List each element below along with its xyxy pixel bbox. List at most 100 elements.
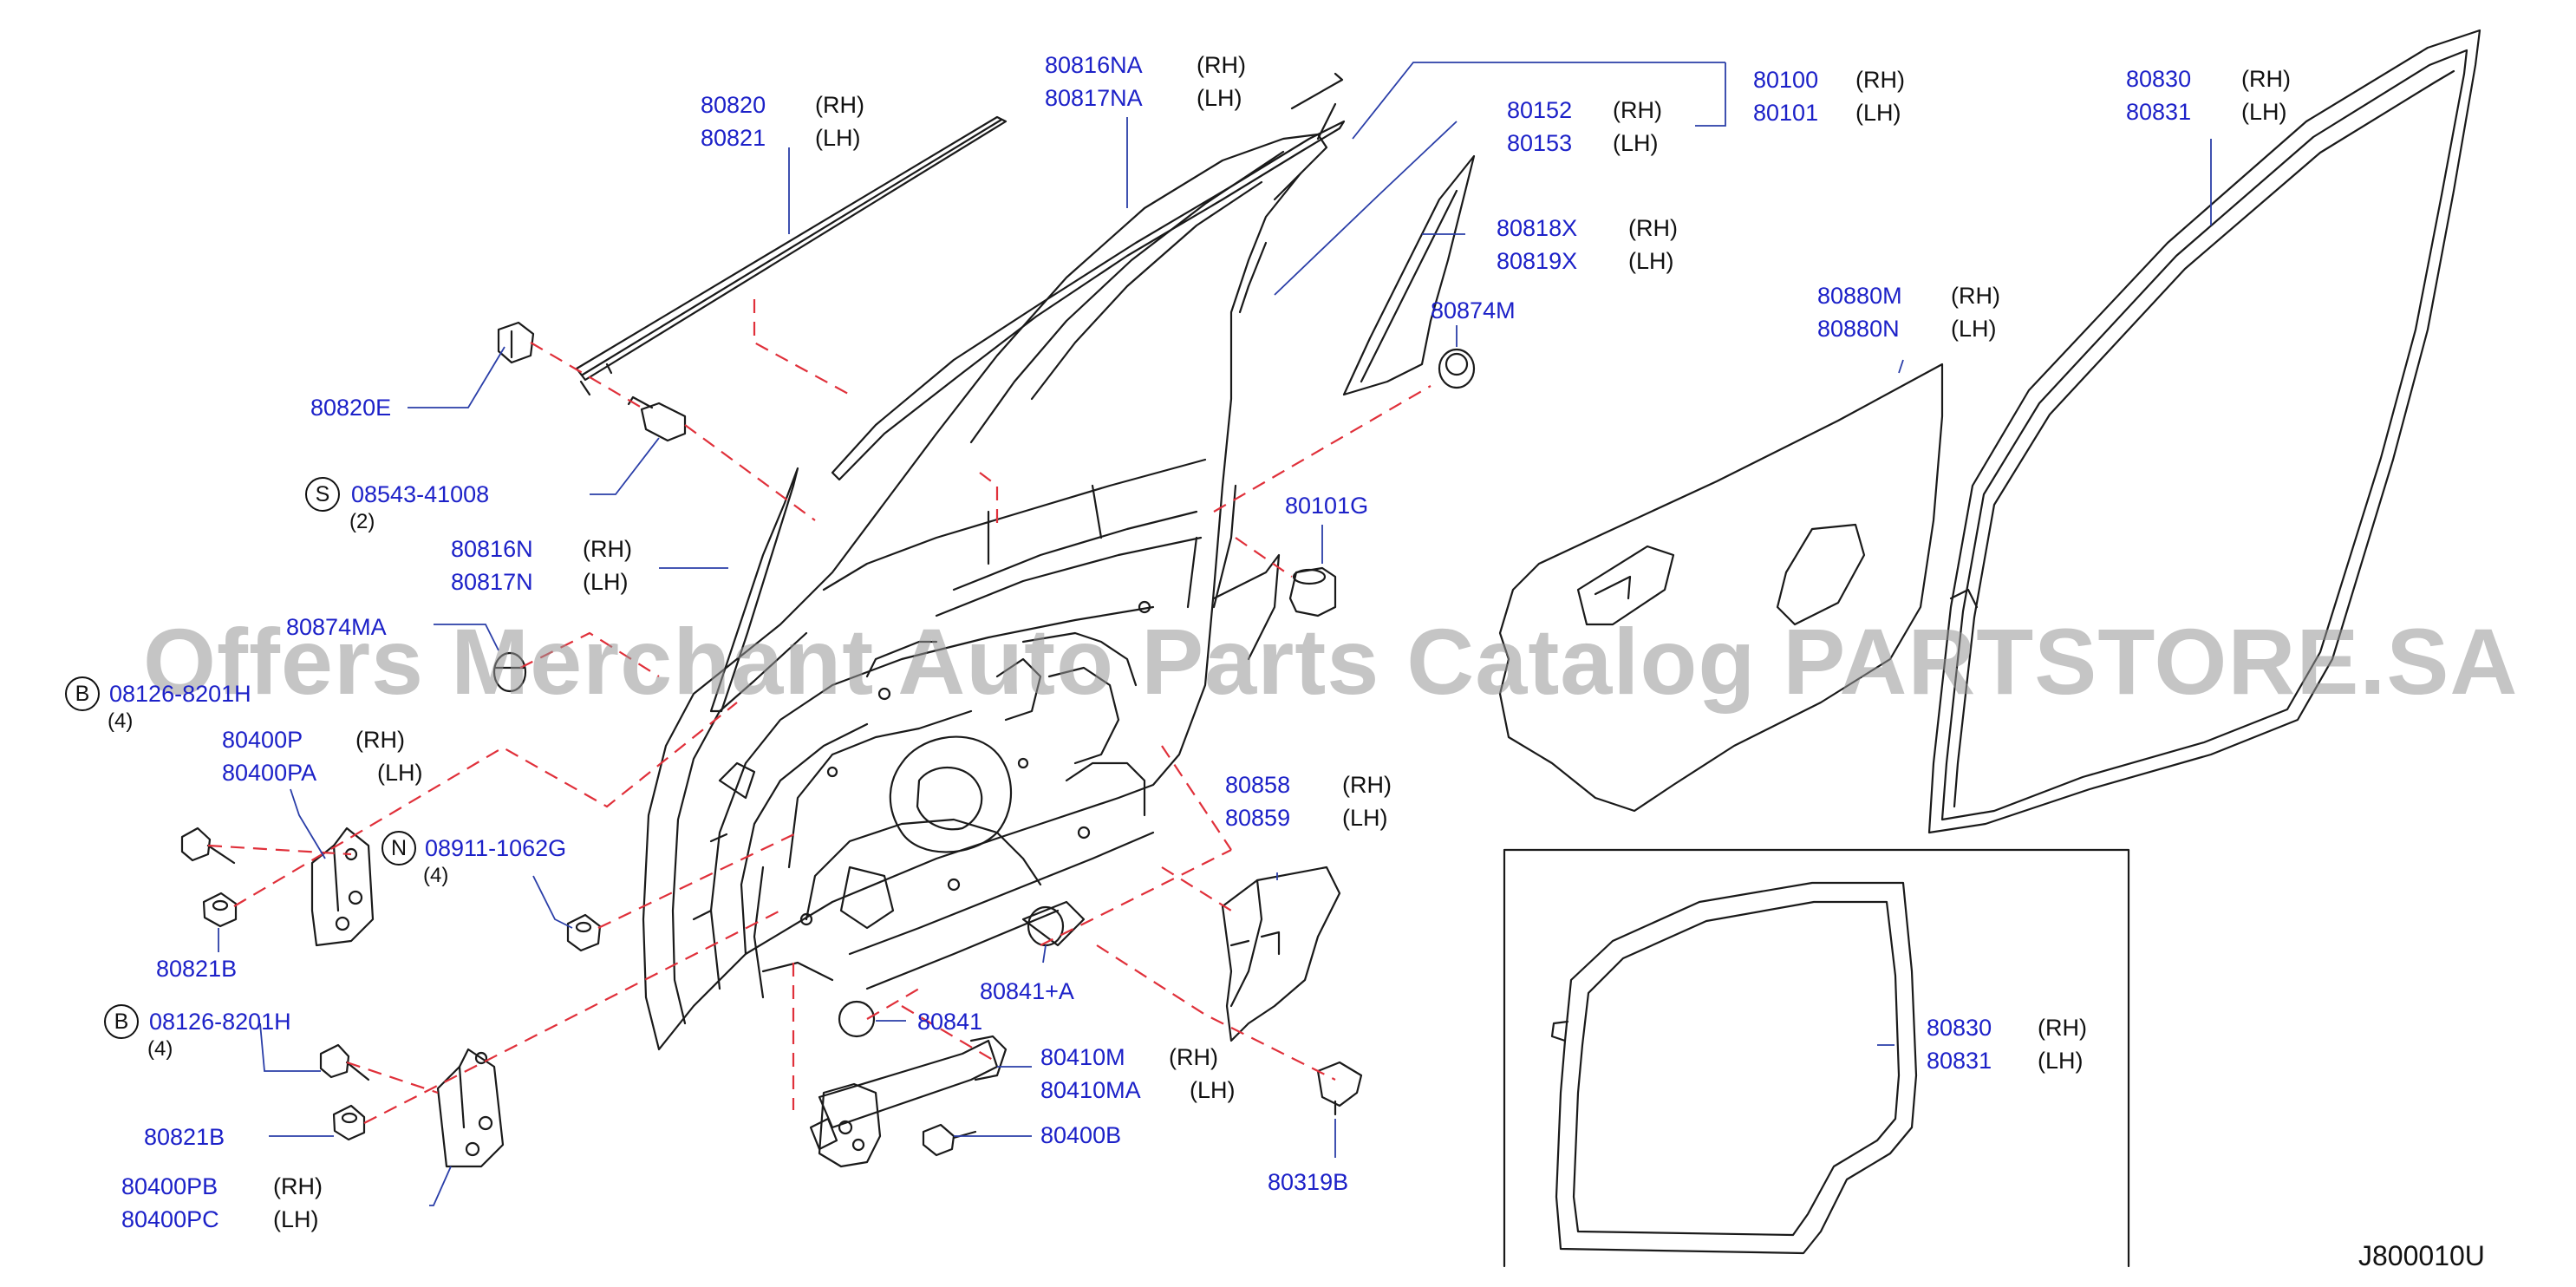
side-lh: (LH)	[2241, 99, 2287, 125]
callout-b-icon: B	[104, 1004, 139, 1039]
label-80400B: 80400B	[1040, 1122, 1122, 1148]
qty-08543: (2)	[349, 510, 375, 533]
side-lh: (LH)	[1855, 100, 1901, 126]
label-80830-upper: 80830	[2126, 66, 2192, 92]
callout-b-icon: B	[65, 676, 100, 711]
door-inner-panel	[692, 458, 1207, 999]
side-lh: (LH)	[583, 569, 629, 595]
label-80100: 80100	[1753, 67, 1819, 93]
label-80153: 80153	[1507, 130, 1573, 156]
label-80821: 80821	[701, 125, 766, 151]
qty-08911: (4)	[423, 864, 449, 887]
window-moulding-80820	[575, 115, 1008, 396]
label-80410M: 80410M	[1040, 1044, 1125, 1070]
grommet-80874M	[1438, 348, 1476, 389]
label-80400P: 80400P	[222, 727, 303, 753]
side-lh: (LH)	[377, 760, 423, 786]
label-80820E: 80820E	[310, 395, 392, 421]
label-80821B-lower: 80821B	[144, 1124, 225, 1150]
nut-80821B-upper	[202, 892, 238, 928]
label-80400PB: 80400PB	[121, 1173, 218, 1199]
side-rh: (RH)	[1855, 67, 1905, 93]
qty-08126-lower: (4)	[147, 1037, 173, 1061]
label-80831-inset: 80831	[1927, 1048, 1992, 1074]
side-rh: (RH)	[1628, 215, 1678, 241]
side-rh: (RH)	[2241, 66, 2291, 92]
label-80880M: 80880M	[1817, 283, 1902, 309]
side-rh: (RH)	[815, 92, 864, 118]
diagram-code: J800010U	[2358, 1240, 2485, 1271]
label-80821B-upper: 80821B	[156, 956, 238, 982]
clip-80319B	[1316, 1061, 1363, 1116]
hinge-80400PB	[436, 1048, 505, 1168]
side-lh: (LH)	[1613, 130, 1659, 156]
alignment-lines	[207, 299, 1431, 1124]
label-80152: 80152	[1507, 97, 1573, 123]
side-lh: (LH)	[1342, 805, 1388, 831]
label-80410MA: 80410MA	[1040, 1077, 1141, 1103]
side-lh: (LH)	[1951, 316, 1997, 342]
triangle-moulding-80818X	[1342, 154, 1476, 396]
side-rh: (RH)	[1951, 283, 2000, 309]
label-08126-8201H-upper: 08126-8201H	[109, 681, 251, 707]
label-80400PA: 80400PA	[222, 760, 317, 786]
clip-80820E	[497, 321, 535, 364]
nut-80821B-lower	[332, 1104, 366, 1141]
door-shell	[642, 102, 1337, 1051]
label-80817NA: 80817NA	[1045, 85, 1143, 111]
side-rh: (RH)	[1342, 772, 1392, 798]
side-lh: (LH)	[273, 1206, 319, 1232]
bumper-80101G	[1288, 566, 1337, 617]
side-lh: (LH)	[1197, 85, 1242, 111]
label-80874MA: 80874MA	[286, 614, 387, 640]
label-80101G: 80101G	[1285, 493, 1369, 519]
label-80816NA: 80816NA	[1045, 52, 1143, 78]
sash-moulding-80816NA	[831, 72, 1346, 481]
sash-moulding-80816N	[709, 467, 799, 713]
label-08126-8201H-lower: 08126-8201H	[149, 1009, 291, 1035]
weatherstrip-80830-inset	[1550, 881, 1918, 1255]
label-80874M: 80874M	[1431, 297, 1516, 323]
bolt-upper-08126	[180, 826, 236, 865]
watermark-text: Offers Merchant Auto Parts Catalog PARTS…	[143, 609, 2519, 714]
label-80831-upper: 80831	[2126, 99, 2192, 125]
weatherstrip-80830-upper	[1927, 29, 2481, 834]
side-rh: (RH)	[583, 536, 632, 562]
side-rh: (RH)	[355, 727, 405, 753]
label-80818X: 80818X	[1497, 215, 1578, 241]
door-check-80410M	[809, 1035, 1008, 1168]
label-80830-inset: 80830	[1927, 1015, 1992, 1041]
side-rh: (RH)	[1197, 52, 1246, 78]
qty-08126-upper: (4)	[108, 709, 134, 733]
label-80400PC: 80400PC	[121, 1206, 219, 1232]
callout-n-icon: N	[382, 831, 416, 866]
side-rh: (RH)	[2038, 1015, 2087, 1041]
label-80841: 80841	[917, 1009, 983, 1035]
label-08911-1062G: 08911-1062G	[425, 835, 567, 861]
grommet-80874MA	[492, 651, 527, 693]
label-80817N: 80817N	[451, 569, 533, 595]
label-80880N: 80880N	[1817, 316, 1900, 342]
label-80101: 80101	[1753, 100, 1819, 126]
bolt-lower-08126	[319, 1043, 370, 1081]
side-lh: (LH)	[2038, 1048, 2084, 1074]
side-lh: (LH)	[1190, 1077, 1236, 1103]
bolt-80400B	[922, 1123, 977, 1157]
label-80819X: 80819X	[1497, 248, 1578, 274]
side-rh: (RH)	[1613, 97, 1662, 123]
label-80820: 80820	[701, 92, 766, 118]
side-lh: (LH)	[815, 125, 861, 151]
label-80841-A: 80841+A	[980, 978, 1074, 1004]
label-80858: 80858	[1225, 772, 1291, 798]
side-rh: (RH)	[273, 1173, 323, 1199]
callout-s-icon: S	[305, 477, 340, 512]
bracket-80858	[1221, 866, 1341, 1042]
leader-lines	[218, 62, 2212, 1206]
hinge-80400P	[310, 826, 375, 947]
sealing-screen-80880M	[1498, 363, 1944, 813]
screw-08543	[627, 395, 687, 442]
plug-80841	[838, 1000, 876, 1038]
nut-08911	[566, 913, 602, 952]
